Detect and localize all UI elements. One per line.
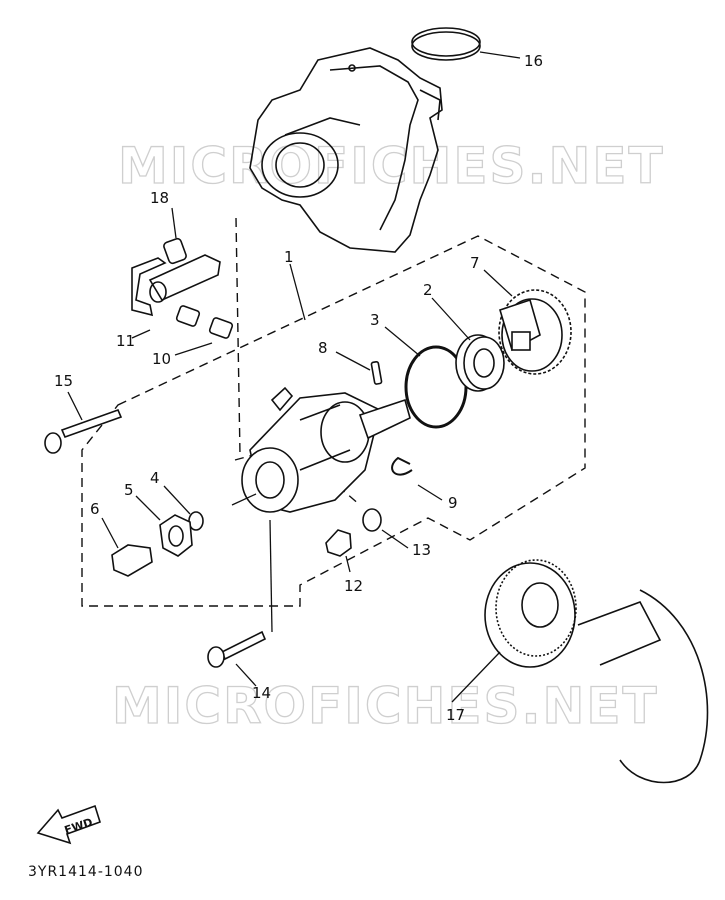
callout-1: 1 [284, 248, 294, 266]
hose-group-outline [235, 217, 241, 456]
part-2-bearing [431, 297, 505, 392]
part-11-pipe [131, 254, 221, 317]
part-7-gear [483, 269, 572, 375]
part-12-bolt [325, 529, 352, 573]
callout-3: 3 [370, 311, 380, 329]
callout-14: 14 [252, 684, 271, 702]
part-8-pin [335, 351, 383, 385]
callout-17: 17 [446, 706, 465, 724]
pump-body [231, 386, 411, 513]
assembly-group-outline [81, 235, 586, 607]
callout-5: 5 [124, 481, 134, 499]
part-10-fittings [175, 305, 234, 339]
watermark-top: MICROFICHES.NET [118, 137, 665, 195]
callout-9: 9 [448, 494, 458, 512]
part-9-circlip [391, 456, 443, 501]
part-6-plug [101, 517, 153, 577]
callout-13: 13 [412, 541, 431, 559]
callout-7: 7 [470, 254, 480, 272]
callout-15: 15 [54, 372, 73, 390]
part-18-sleeve [163, 237, 187, 265]
part-5-nut [135, 495, 193, 557]
callout-2: 2 [423, 281, 433, 299]
part-17-pulley [451, 559, 709, 784]
part-15-bolt [44, 391, 123, 454]
callout-6: 6 [90, 500, 100, 518]
callout-12: 12 [344, 577, 363, 595]
part-16-cap [411, 27, 521, 61]
callout-11: 11 [116, 332, 135, 350]
callout-16: 16 [524, 52, 543, 70]
watermark-bottom: MICROFICHES.NET [112, 677, 659, 735]
diagram-code: 3YR1414-1040 [28, 864, 144, 880]
callout-8: 8 [318, 339, 328, 357]
part-14-bolt [207, 519, 273, 687]
part-13-washer [362, 508, 409, 549]
callout-4: 4 [150, 469, 160, 487]
fwd-arrow: FWD [36, 804, 101, 845]
callout-10: 10 [152, 350, 171, 368]
engine-cover-outline [249, 47, 443, 253]
callout-18: 18 [150, 189, 169, 207]
